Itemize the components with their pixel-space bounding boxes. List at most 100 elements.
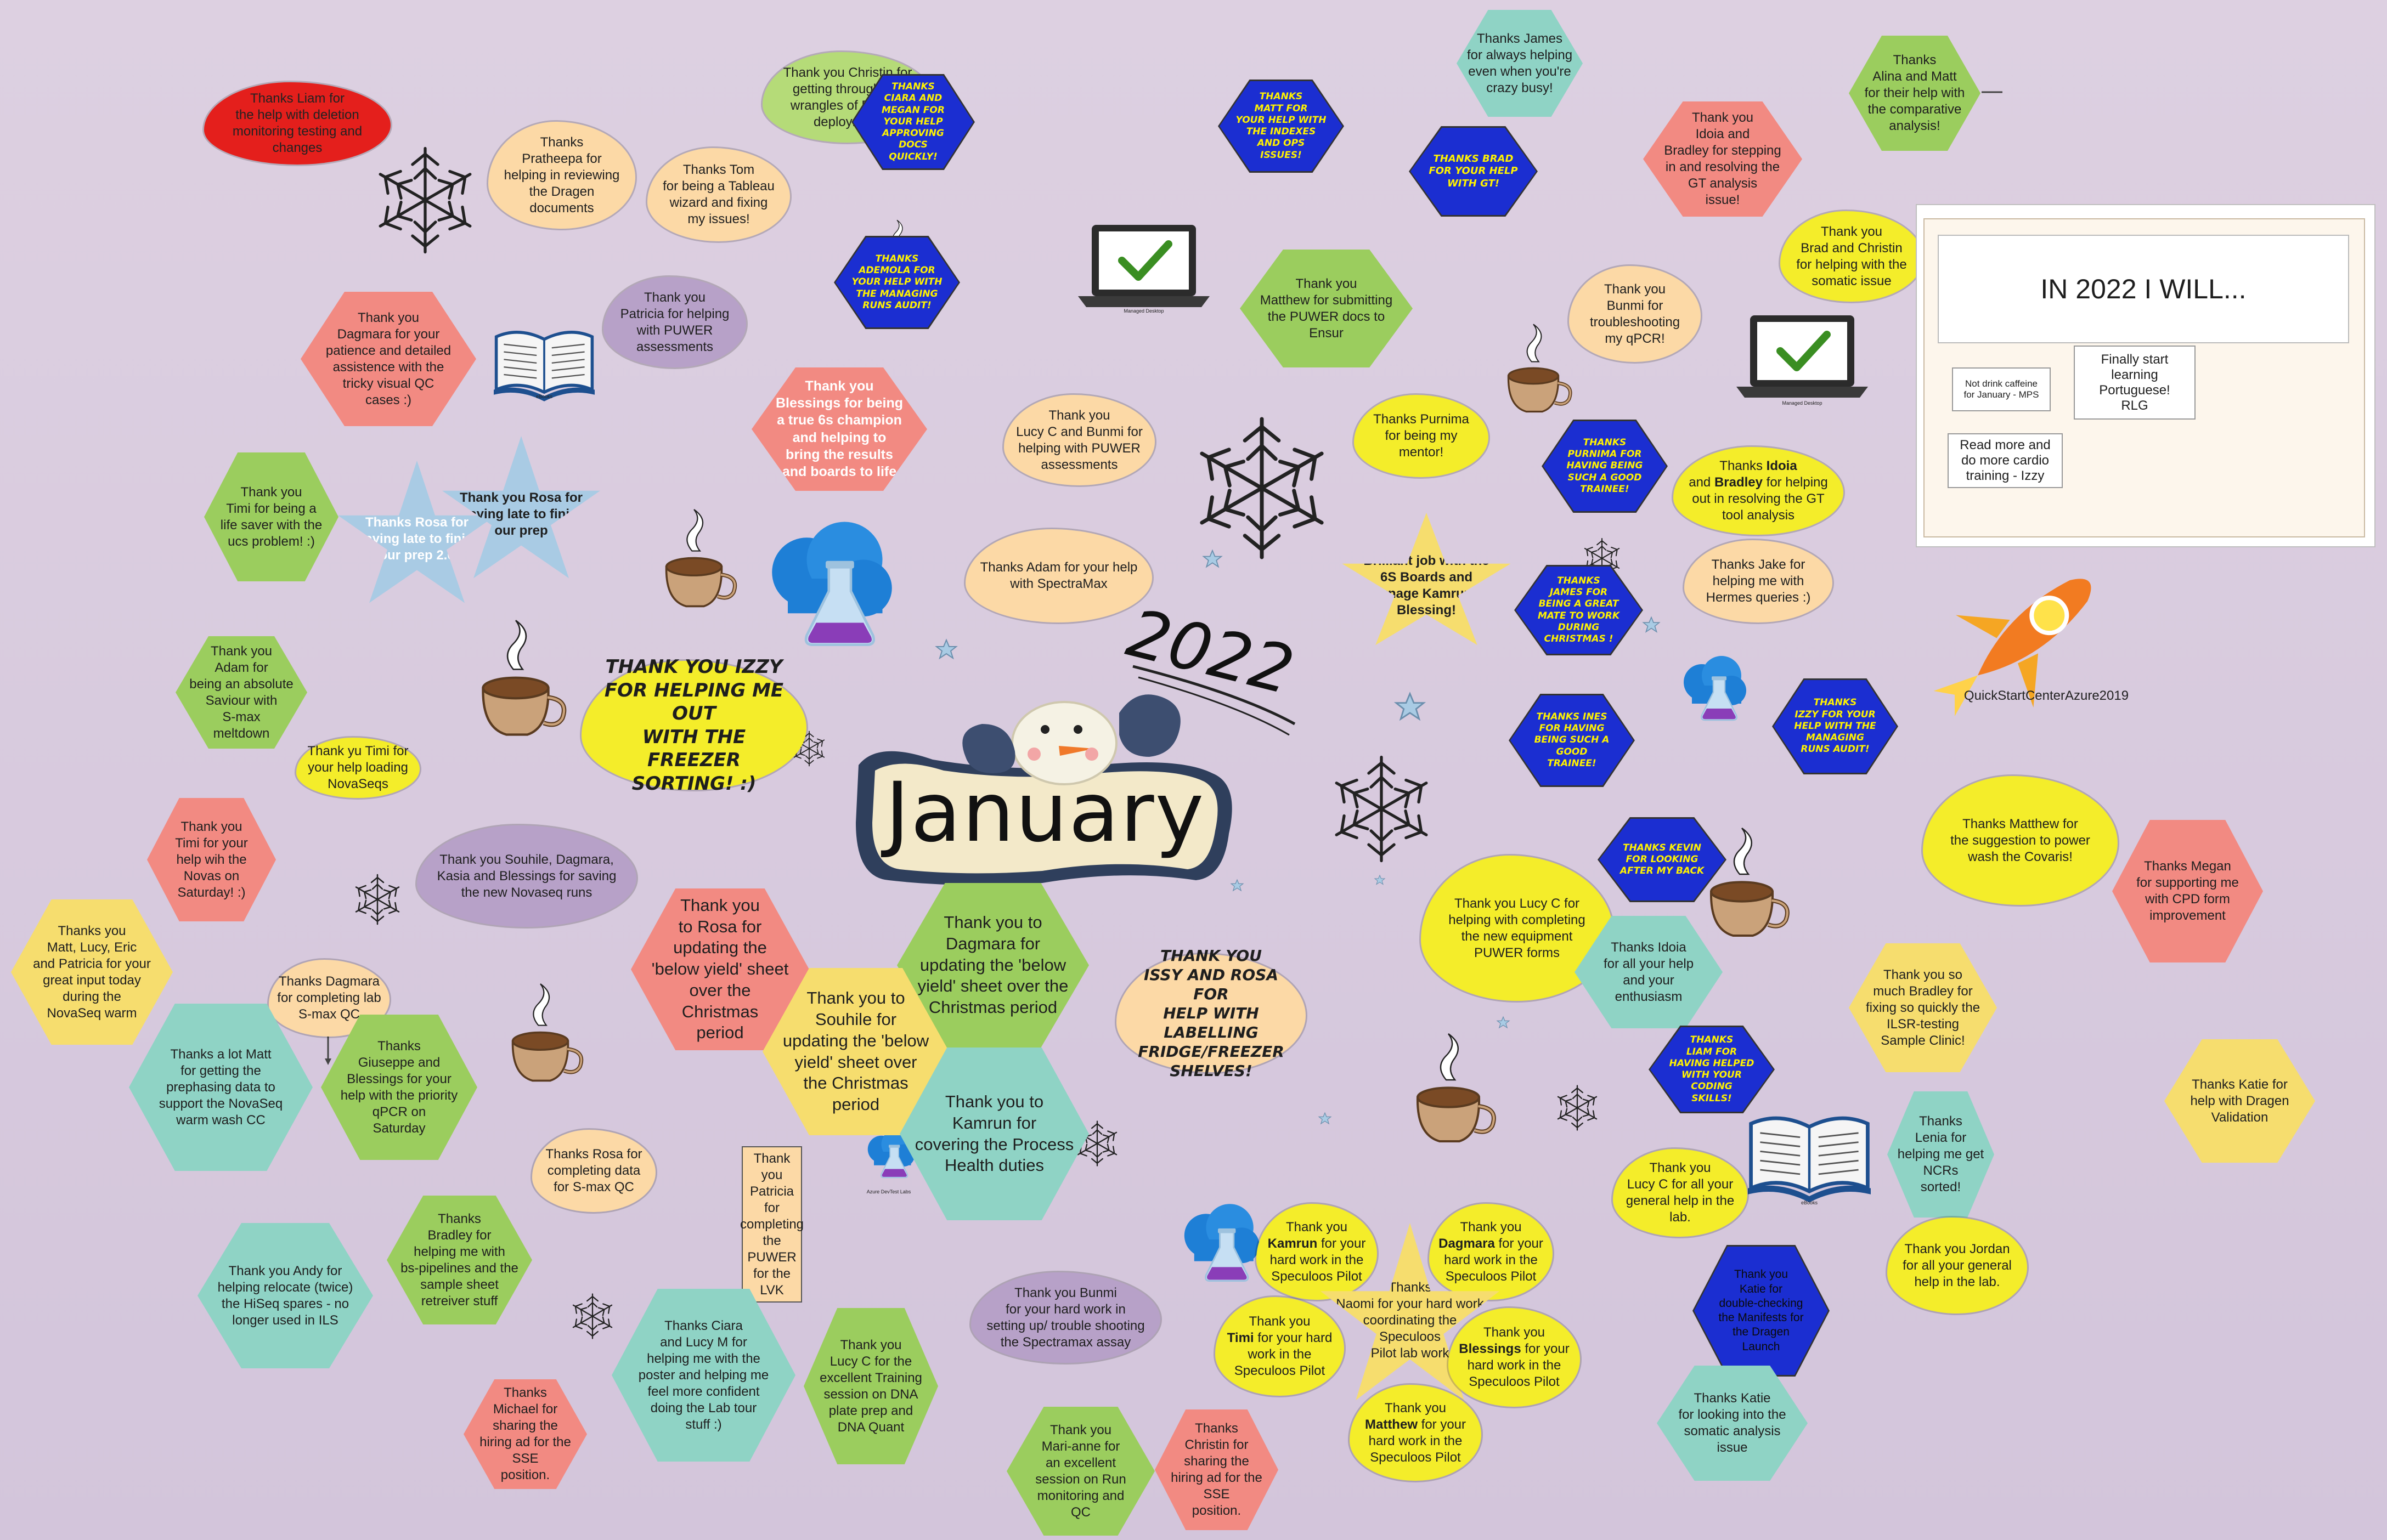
kudos-note[interactable]: Thanks Matthew for the suggestion to pow… <box>1923 776 2118 905</box>
kudos-note[interactable]: Thank you Dagmara for your patience and … <box>301 292 476 426</box>
kudos-note[interactable]: Thank you Lucy C for helping with comple… <box>1421 856 1613 1001</box>
note-text: Brilliant job with the 6S Boards and Sig… <box>1363 553 1489 618</box>
kudos-note[interactable]: THANKS JAMES FOR BEING A GREAT MATE TO W… <box>1514 565 1643 655</box>
kudos-note[interactable]: Thank you Jordan for all your general he… <box>1887 1218 2027 1313</box>
kudos-note[interactable]: Thank you Blessings for your hard work i… <box>1448 1308 1580 1407</box>
kudos-note[interactable]: Thank you Dagmara for your hard work in … <box>1429 1204 1553 1300</box>
kudos-note[interactable]: THANKS LIAM FOR HAVING HELPED WITH YOUR … <box>1649 1026 1775 1113</box>
kudos-note[interactable]: Thank you Bunmi for troubleshooting my q… <box>1569 266 1701 362</box>
resolution-note[interactable]: Finally start learning Portuguese! RLG <box>2074 346 2196 420</box>
kudos-note[interactable]: Thank you Rosa for staying late to finis… <box>442 436 600 579</box>
note-text: Thanks Christin for sharing the hiring a… <box>1171 1421 1262 1518</box>
kudos-note[interactable]: Thanks a lot Matt for getting the prepha… <box>129 1004 313 1171</box>
kudos-note[interactable]: Thank you Lucy C for all your general he… <box>1613 1149 1747 1237</box>
kudos-note[interactable]: Thanks Katie for help with Dragen Valida… <box>2164 1039 2315 1163</box>
kudos-note[interactable]: THANKS MATT FOR YOUR HELP WITH THE INDEX… <box>1218 80 1344 173</box>
kudos-note[interactable]: Thanks Alina and Matt for their help wit… <box>1849 36 1980 151</box>
kudos-note[interactable]: THANKS IZZY FOR YOUR HELP WITH THE MANAG… <box>1772 678 1898 774</box>
note-text: Thank you Andy for helping relocate (twi… <box>217 1263 353 1328</box>
flask-label: Azure DevTest Labs <box>866 1189 911 1194</box>
note-text: Thank you Bunmi for troubleshooting my q… <box>1589 281 1680 346</box>
kudos-note[interactable]: Thank you Brad and Christin for helping … <box>1780 211 1923 302</box>
kudos-note[interactable]: Thank you Timi for your help wih the Nov… <box>147 798 276 921</box>
kudos-note[interactable]: Thank you Blessings for being a true 6s … <box>752 367 927 491</box>
laptop-label: Managed Desktop <box>1782 400 1822 406</box>
kudos-note[interactable]: THANKS BRAD FOR YOUR HELP WITH GT! <box>1409 126 1538 217</box>
kudos-note[interactable]: Thank you Adam for being an absolute Sav… <box>176 636 307 749</box>
kudos-note[interactable]: Thanks you Matt, Lucy, Eric and Patricia… <box>11 899 173 1045</box>
kudos-note[interactable]: THANK YOU ISSY AND ROSA FOR HELP WITH LA… <box>1116 947 1306 1080</box>
kudos-note[interactable]: Thank you Kamrun for your hard work in t… <box>1256 1204 1377 1300</box>
kudos-note[interactable]: THANKS INES FOR HAVING BEING SUCH A GOOD… <box>1509 694 1635 787</box>
kudos-note[interactable]: Thanks Christin for sharing the hiring a… <box>1155 1409 1278 1530</box>
kudos-note[interactable]: THANKS KEVIN FOR LOOKING AFTER MY BACK <box>1598 817 1726 902</box>
resolution-note[interactable]: Not drink caffeine for January - MPS <box>1952 367 2051 411</box>
kudos-note[interactable]: Thank you Lucy C and Bunmi for helping w… <box>1004 395 1155 485</box>
kudos-note[interactable]: Thank you Katie for double-checking the … <box>1692 1245 1830 1377</box>
kudos-note[interactable]: Thanks Jake for helping me with Hermes q… <box>1684 540 1832 622</box>
note-text: Thanks Tom for being a Tableau wizard an… <box>663 162 775 227</box>
note-text: Thank you Lucy C and Bunmi for helping w… <box>1016 407 1143 472</box>
kudos-note[interactable]: Brilliant job with the 6S Boards and Sig… <box>1342 513 1511 646</box>
kudos-note[interactable]: Thanks Michael for sharing the hiring ad… <box>464 1379 587 1489</box>
kudos-note[interactable]: Thanks Megan for supporting me with CPD … <box>2112 820 2263 962</box>
kudos-note[interactable]: Thanks Adam for your help with SpectraMa… <box>966 529 1152 622</box>
kudos-note[interactable]: Thanks Katie for looking into the somati… <box>1657 1366 1808 1481</box>
laptop-label: Managed Desktop <box>1124 308 1164 314</box>
note-text: THANKS IZZY FOR YOUR HELP WITH THE MANAG… <box>1794 697 1876 755</box>
note-text: Thank you Lucy C for all your general he… <box>1626 1160 1735 1225</box>
kudos-note[interactable]: Thanks Giuseppe and Blessings for your h… <box>321 1015 477 1160</box>
kudos-note[interactable]: Thank you Bunmi for your hard work in se… <box>971 1272 1160 1363</box>
kudos-note[interactable]: Thanks James for always helping even whe… <box>1457 10 1583 117</box>
kudos-note[interactable]: Thank you Timi for being a life saver wi… <box>204 452 338 581</box>
note-text: Thank you to Dagmara for updating the 'b… <box>917 913 1069 1017</box>
note-text: Thanks Rosa for completing data for S-ma… <box>545 1147 642 1194</box>
note-text: Thanks Adam for your help with SpectraMa… <box>980 560 1138 591</box>
kudos-note[interactable]: Thank you Patricia for helping with PUWE… <box>603 277 746 367</box>
note-text: Thanks Idoia for all your help and your … <box>1603 939 1694 1004</box>
kudos-note[interactable]: Thanks Lenia for helping me get NCRs sor… <box>1887 1091 1994 1218</box>
kudos-note[interactable]: Thanks Pratheepa for helping in reviewin… <box>488 122 635 229</box>
kudos-note[interactable]: THANKS CIARA AND MEGAN FOR YOUR HELP APP… <box>851 74 975 170</box>
kudos-note[interactable]: Thank you Timi for your hard work in the… <box>1215 1297 1344 1396</box>
note-text: Thank you Bunmi for your hard work in se… <box>986 1285 1145 1350</box>
kudos-note[interactable]: Thank you to Dagmara for updating the 'b… <box>897 883 1089 1048</box>
kudos-note[interactable]: Thank you Souhile, Dagmara, Kasia and Bl… <box>417 825 636 927</box>
kudos-note[interactable]: Thank you Matthew for your hard work in … <box>1350 1385 1481 1481</box>
note-text: THANK YOU IZZY FOR HELPING ME OUT WITH T… <box>604 656 784 795</box>
kudos-note[interactable]: Thanks Rosa for completing data for S-ma… <box>532 1130 656 1212</box>
kudos-note[interactable]: Thanks Tom for being a Tableau wizard an… <box>647 148 790 241</box>
kudos-note[interactable]: Thank you Patricia for completing the PU… <box>740 1146 804 1303</box>
resolution-note[interactable]: Read more and do more cardio training - … <box>1948 433 2063 488</box>
note-text: Thanks a lot Matt for getting the prepha… <box>159 1046 283 1128</box>
note-text: THANKS INES FOR HAVING BEING SUCH A GOOD… <box>1534 711 1610 769</box>
rocket-icon <box>1933 579 2091 716</box>
kudos-note[interactable]: Thanks Bradley for helping me with bs-pi… <box>387 1196 532 1324</box>
kudos-note[interactable]: Thank you Andy for helping relocate (twi… <box>197 1223 373 1368</box>
kudos-note[interactable]: Thank you so much Bradley for fixing so … <box>1849 943 1997 1072</box>
kudos-note[interactable]: THANK YOU IZZY FOR HELPING ME OUT WITH T… <box>582 656 806 795</box>
kudos-note[interactable]: Thank you to Kamrun for covering the Pro… <box>900 1048 1089 1220</box>
kudos-note[interactable]: THANKS PURNIMA FOR HAVING BEING SUCH A G… <box>1542 420 1668 513</box>
note-text: Thanks Idoia and Bradley for helping out… <box>1689 458 1828 523</box>
kudos-note[interactable]: THANKS ADEMOLA FOR YOUR HELP WITH THE MA… <box>834 236 960 329</box>
note-text: Thank you Souhile, Dagmara, Kasia and Bl… <box>437 852 617 900</box>
kudos-note[interactable]: Thank you Mari-anne for an excellent ses… <box>1007 1407 1155 1536</box>
note-text: Thanks Giuseppe and Blessings for your h… <box>340 1038 458 1136</box>
kudos-note[interactable]: Thanks Ciara and Lucy M for helping me w… <box>612 1289 795 1462</box>
note-text: Thank yu Timi for your help loading Nova… <box>307 744 409 791</box>
kudos-note[interactable]: Thanks Rosa for staying late to finish o… <box>338 461 496 603</box>
kudos-note[interactable]: Thanks Idoia and Bradley for helping out… <box>1673 447 1843 535</box>
kudos-note[interactable]: Thank you Lucy C for the excellent Train… <box>804 1308 938 1464</box>
kudos-note[interactable]: Thank yu Timi for your help loading Nova… <box>296 738 420 798</box>
kudos-note[interactable]: Thanks Purnima for being my mentor! <box>1354 395 1488 477</box>
note-text: Thanks Alina and Matt for their help wit… <box>1864 53 1965 133</box>
note-text: Thank you Lucy C for helping with comple… <box>1448 896 1585 960</box>
kudos-note[interactable]: Thank you Idoia and Bradley for stepping… <box>1643 101 1802 217</box>
note-text: Thank you Timi for your help wih the Nov… <box>175 819 248 900</box>
resolutions-panel: IN 2022 I WILL... Not drink caffeine for… <box>1916 204 2375 547</box>
kudos-note[interactable]: Thanks Liam for the help with deletion m… <box>204 82 391 165</box>
kudos-note[interactable]: Thank you Matthew for submitting the PUW… <box>1240 250 1413 367</box>
